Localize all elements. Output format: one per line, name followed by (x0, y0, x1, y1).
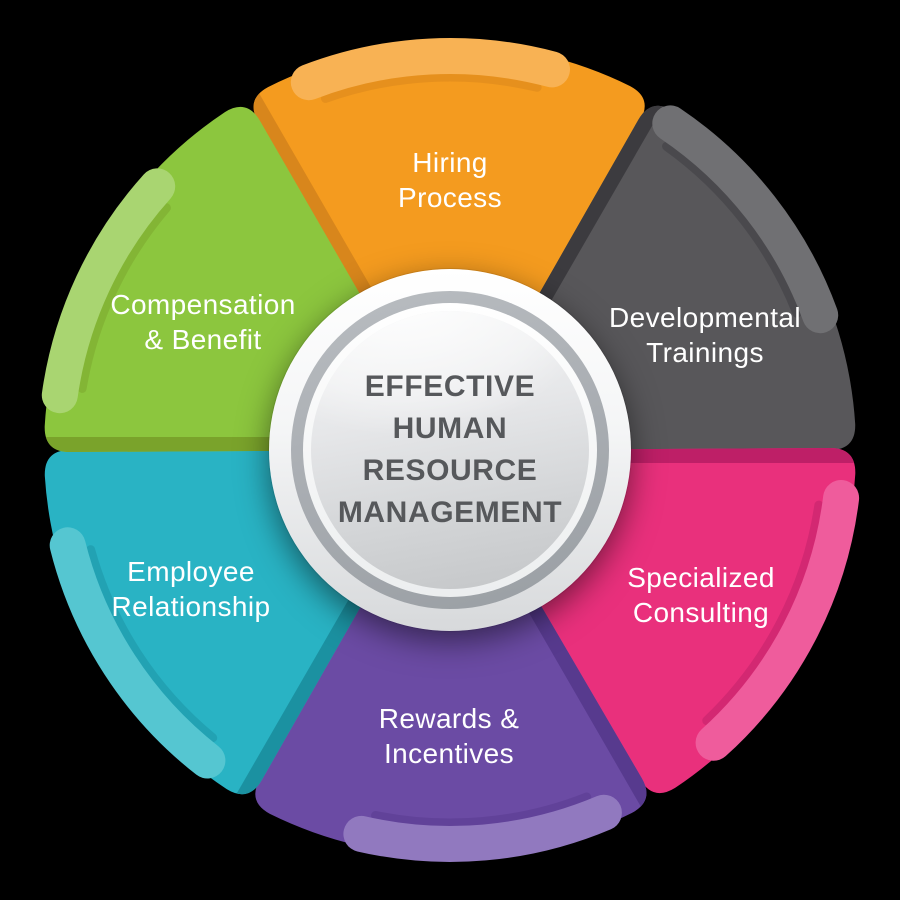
segment-rewards-incentives-swoosh-shadow (371, 792, 592, 828)
segment-developmental-trainings-swoosh-shadow (662, 141, 802, 318)
label-line: Trainings (646, 337, 764, 368)
segment-label-specialized-consulting: Specialized Consulting (627, 560, 775, 630)
segment-label-rewards-incentives: Rewards & Incentives (379, 701, 520, 771)
segment-label-compensation-benefit: Compensation & Benefit (110, 287, 295, 357)
label-line: & Benefit (144, 324, 262, 355)
segment-rewards-incentives-swoosh-highlight (343, 794, 622, 862)
segment-specialized-consulting-swoosh-highlight (695, 480, 860, 761)
label-line: Employee (127, 556, 255, 587)
segment-label-developmental-trainings: Developmental Trainings (609, 300, 801, 370)
label-line: Incentives (383, 738, 515, 769)
label-line: Rewards & (378, 703, 520, 734)
label-line: Developmental (609, 302, 801, 333)
center-title-line: MANAGEMENT (337, 496, 563, 529)
segment-hiring-process-shape (253, 43, 645, 318)
badge-white-ring: EFFECTIVE HUMAN RESOURCE MANAGEMENT (303, 303, 597, 597)
segment-employee-relationship-edge-shade (233, 563, 373, 795)
segment-developmental-trainings-swoosh-highlight (652, 105, 839, 334)
label-line: Specialized (627, 562, 775, 593)
badge-face: EFFECTIVE HUMAN RESOURCE MANAGEMENT (311, 311, 589, 589)
center-title-line: RESOURCE (362, 454, 538, 487)
badge-gloss (311, 311, 589, 589)
segment-label-hiring-process: Hiring Process (398, 145, 502, 215)
label-line: Compensation (110, 289, 296, 320)
segment-hiring-process-swoosh-highlight (290, 38, 570, 101)
segment-employee-relationship-swoosh-highlight (49, 527, 226, 779)
segment-rewards-incentives (255, 582, 647, 862)
label-line: Relationship (111, 591, 271, 622)
segment-label-employee-relationship: Employee Relationship (112, 554, 271, 624)
segment-rewards-incentives-edge-shade (507, 582, 647, 812)
badge-gray-ring: EFFECTIVE HUMAN RESOURCE MANAGEMENT (291, 291, 609, 609)
label-line: Consulting (632, 597, 770, 628)
segment-specialized-consulting-swoosh-shadow (702, 500, 824, 726)
center-title-line: HUMAN (392, 412, 508, 445)
segment-hiring-process-swoosh-shadow (321, 72, 542, 103)
label-line: Hiring (412, 147, 488, 178)
segment-compensation-benefit-swoosh-highlight (41, 168, 176, 414)
segment-employee-relationship-swoosh-shadow (86, 545, 218, 743)
segment-developmental-trainings-edge-shade (527, 105, 667, 337)
segment-rewards-incentives-shape (255, 582, 647, 857)
center-title: EFFECTIVE HUMAN RESOURCE MANAGEMENT (338, 366, 562, 534)
segment-compensation-benefit-swoosh-shadow (77, 203, 171, 393)
center-title-line: EFFECTIVE (364, 370, 536, 403)
label-line: Process (398, 182, 502, 213)
center-badge: EFFECTIVE HUMAN RESOURCE MANAGEMENT (269, 269, 631, 631)
